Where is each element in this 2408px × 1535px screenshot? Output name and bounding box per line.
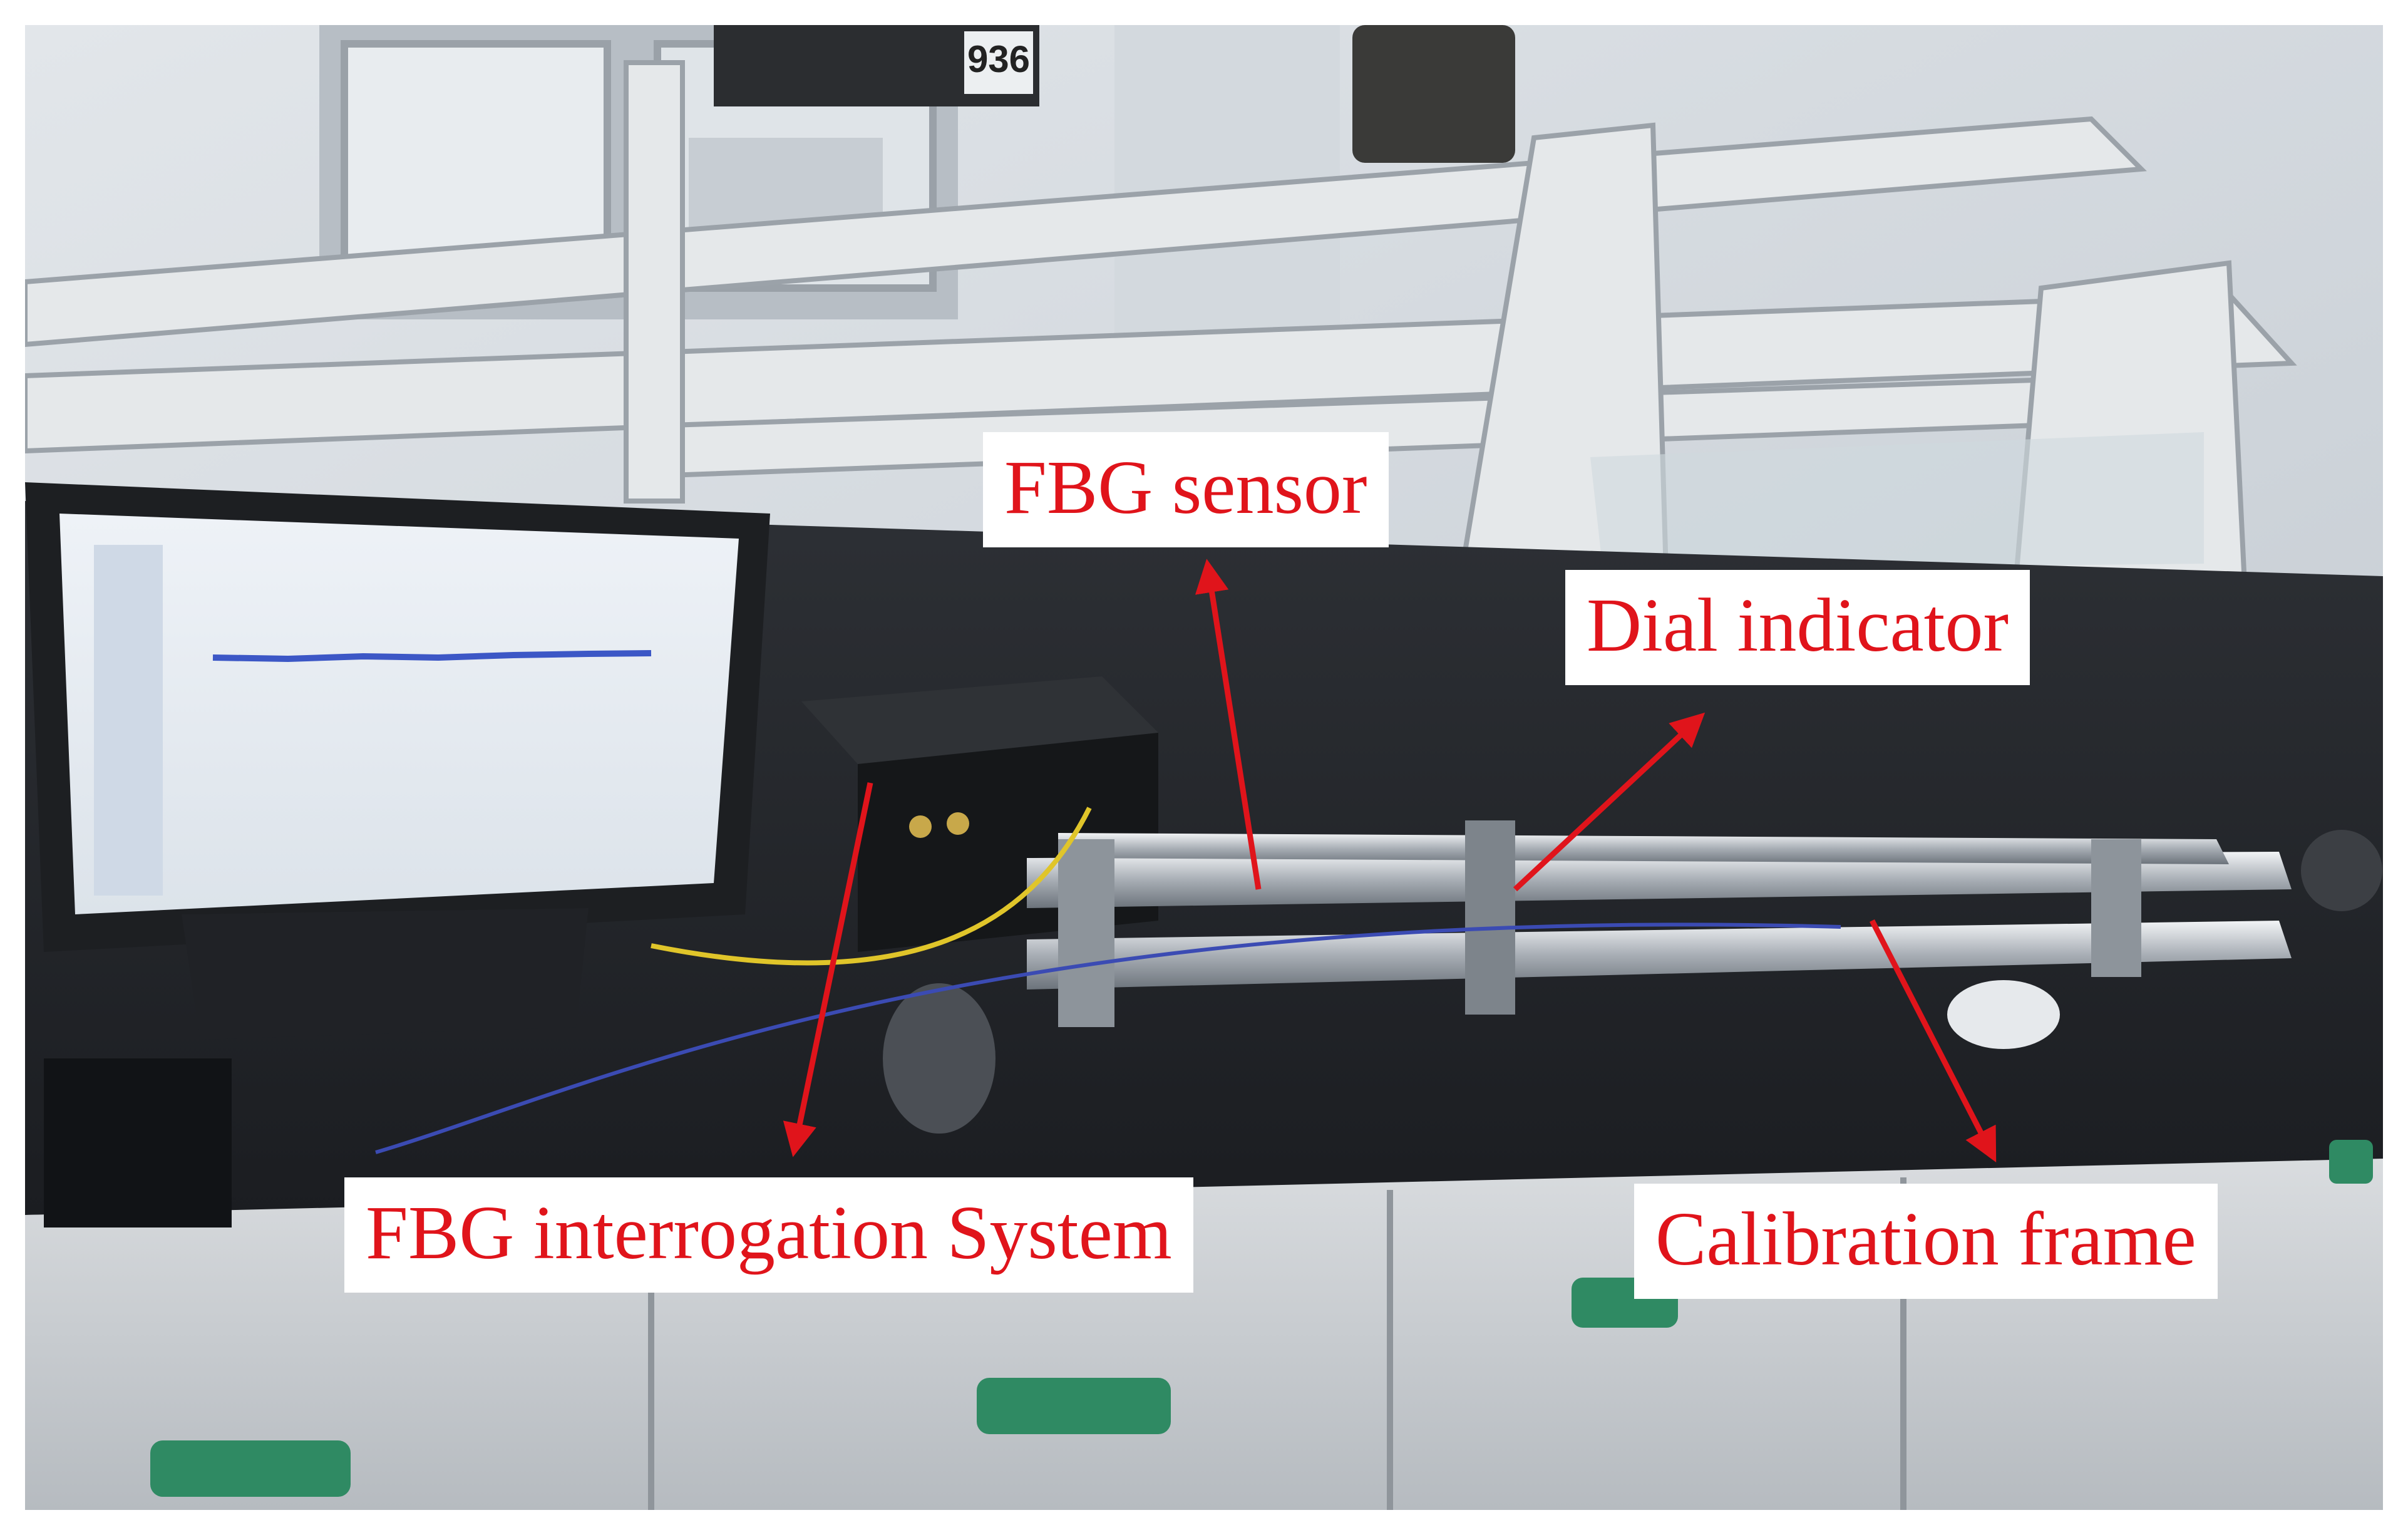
shelf-sign-number: 936 (967, 38, 1030, 80)
shelf-sign: 936 (714, 25, 1039, 106)
monitor (25, 482, 770, 1040)
plastic-bag (1947, 980, 2060, 1049)
fiber-cable (651, 807, 1092, 966)
cable-spool (1352, 25, 1515, 163)
label-fbg-sensor: FBG sensor (983, 432, 1389, 547)
label-interrogation-system: FBG interrogation System (344, 1177, 1193, 1293)
lab-scene: 936 (25, 25, 2383, 1510)
label-dial-indicator: Dial indicator (1565, 570, 2030, 685)
keyboard (44, 1058, 232, 1227)
shelf-glass (1590, 432, 2204, 570)
label-calibration-frame: Calibration frame (1634, 1184, 2218, 1299)
lab-photo: 936 (25, 25, 2383, 1510)
mouse (883, 983, 996, 1134)
